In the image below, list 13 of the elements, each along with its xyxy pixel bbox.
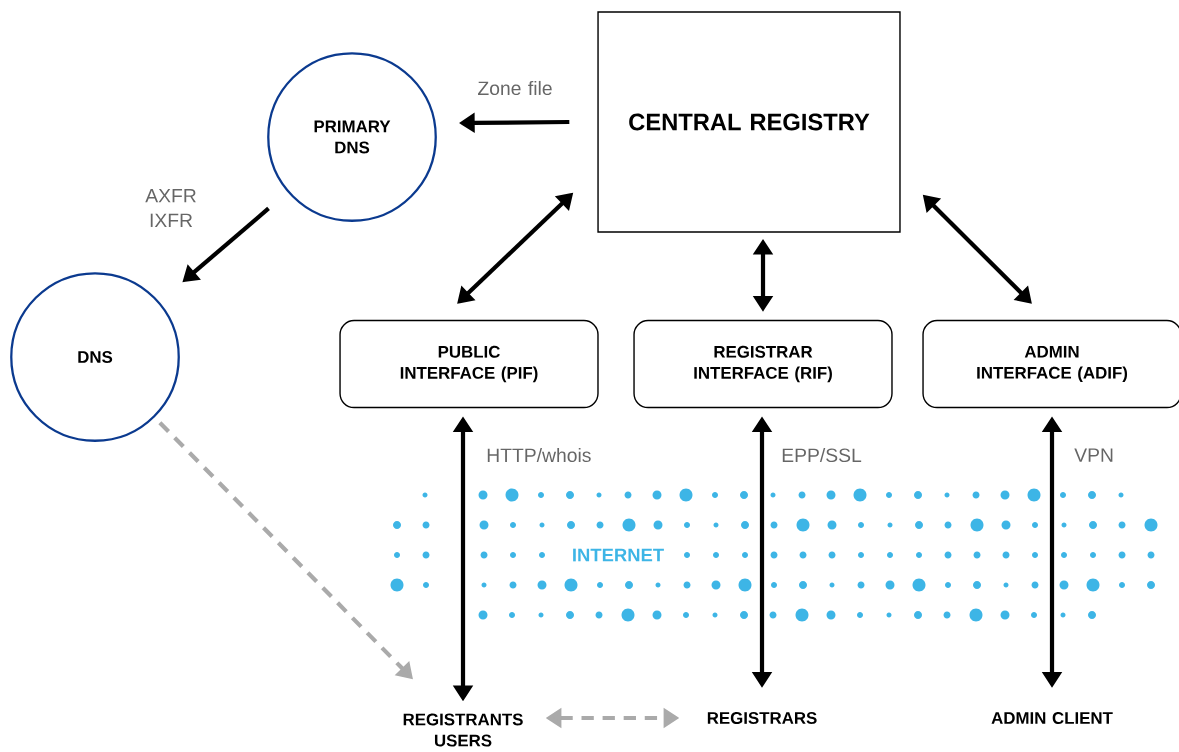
interface-box: ADMIN INTERFACE (ADIF) [922,319,1179,409]
edge-label: VPN [1074,448,1113,462]
edge-label: HTTP/whois [487,447,591,463]
interface-box: REGISTRAR INTERFACE (RIF) [633,319,893,409]
interface-box: PUBLIC INTERFACE (PIF) [339,319,599,409]
endpoint-label: REGISTRANTS USERS [403,713,523,747]
edge-label: AXFR IXFR [145,189,196,227]
registry-box: CENTRAL REGISTRY [597,11,901,233]
edge-label: Zone file [478,80,552,96]
edge-label: EPP/SSL [782,447,862,463]
endpoint-label: REGISTRARS [707,712,817,724]
network-label: INTERNET [573,548,664,562]
endpoint-label: ADMIN CLIENT [991,712,1113,724]
